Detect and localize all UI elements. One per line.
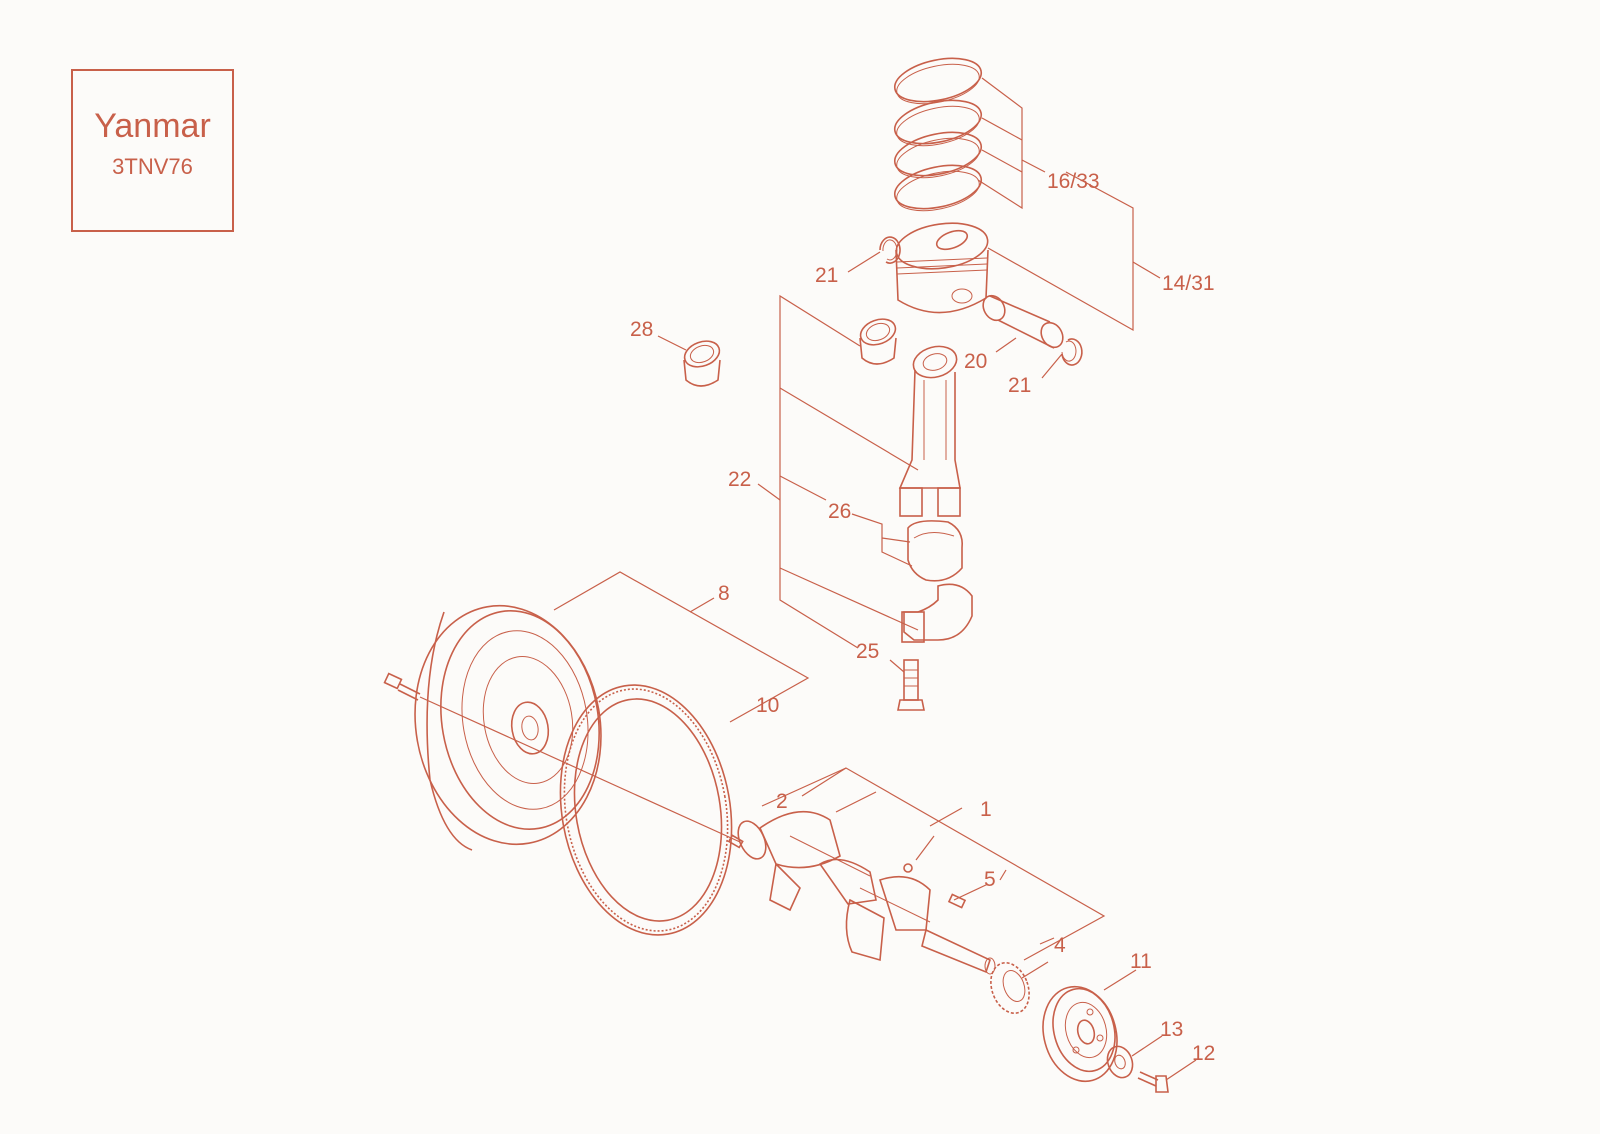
label-26: 26	[828, 500, 851, 523]
leader-26	[851, 513, 913, 567]
leader-12	[1165, 1059, 1197, 1081]
leader-21-upper	[847, 251, 881, 273]
leader-8-10	[553, 571, 810, 723]
leader-20	[995, 337, 1017, 353]
small-end-bushing[interactable]	[857, 315, 899, 365]
leader-1-2-4-5	[761, 767, 1106, 961]
rod-bolt[interactable]	[897, 659, 925, 711]
label-13: 13	[1160, 1018, 1183, 1041]
leader-28	[657, 335, 687, 351]
brand-title: Yanmar	[94, 107, 211, 145]
rod-bearing-upper[interactable]	[907, 520, 964, 582]
piston-pin[interactable]	[979, 292, 1067, 352]
crank-pin[interactable]	[727, 834, 744, 849]
crank-gear[interactable]	[984, 957, 1036, 1018]
label-16-33: 16/33	[1047, 170, 1100, 193]
label-10: 10	[756, 694, 779, 717]
pulley-bolt[interactable]	[1137, 1071, 1169, 1093]
label-25: 25	[856, 640, 879, 663]
circlip-lower[interactable]	[1061, 338, 1083, 366]
label-22: 22	[728, 468, 751, 491]
label-8: 8	[718, 582, 730, 605]
label-20: 20	[964, 350, 987, 373]
flywheel-bolt[interactable]	[383, 672, 421, 701]
leader-22	[757, 294, 919, 649]
label-1: 1	[980, 798, 992, 821]
leader-21-lower	[1041, 353, 1063, 379]
leader-14-31	[987, 171, 1161, 332]
flywheel-axis-line	[419, 696, 741, 843]
label-12: 12	[1192, 1042, 1215, 1065]
label-28: 28	[630, 318, 653, 341]
label-21-upper: 21	[815, 264, 838, 287]
leader-4-gear	[1021, 961, 1049, 979]
leader-25	[889, 659, 905, 673]
bushing[interactable]	[681, 337, 723, 387]
washer[interactable]	[1103, 1043, 1136, 1081]
leader-16-33	[977, 77, 1046, 210]
circlip-upper[interactable]	[879, 236, 901, 264]
label-14-31: 14/31	[1162, 272, 1215, 295]
model-title: 3TNV76	[112, 154, 193, 179]
flywheel[interactable]	[397, 591, 620, 859]
ring-gear[interactable]	[541, 671, 750, 948]
connecting-rod[interactable]	[898, 342, 961, 517]
label-21-lower: 21	[1008, 374, 1031, 397]
label-4: 4	[1054, 934, 1066, 957]
label-5: 5	[984, 868, 996, 891]
crankshaft[interactable]	[733, 810, 996, 975]
rod-cap[interactable]	[901, 583, 973, 643]
piston-rings[interactable]	[891, 51, 985, 217]
label-2: 2	[776, 790, 788, 813]
check-ball[interactable]	[903, 863, 913, 873]
crank-pulley[interactable]	[1033, 978, 1127, 1089]
leader-11	[1103, 969, 1137, 991]
leader-13	[1131, 1035, 1163, 1057]
label-11: 11	[1130, 950, 1152, 973]
title-box: Yanmar 3TNV76	[71, 69, 234, 232]
piston[interactable]	[893, 218, 990, 314]
